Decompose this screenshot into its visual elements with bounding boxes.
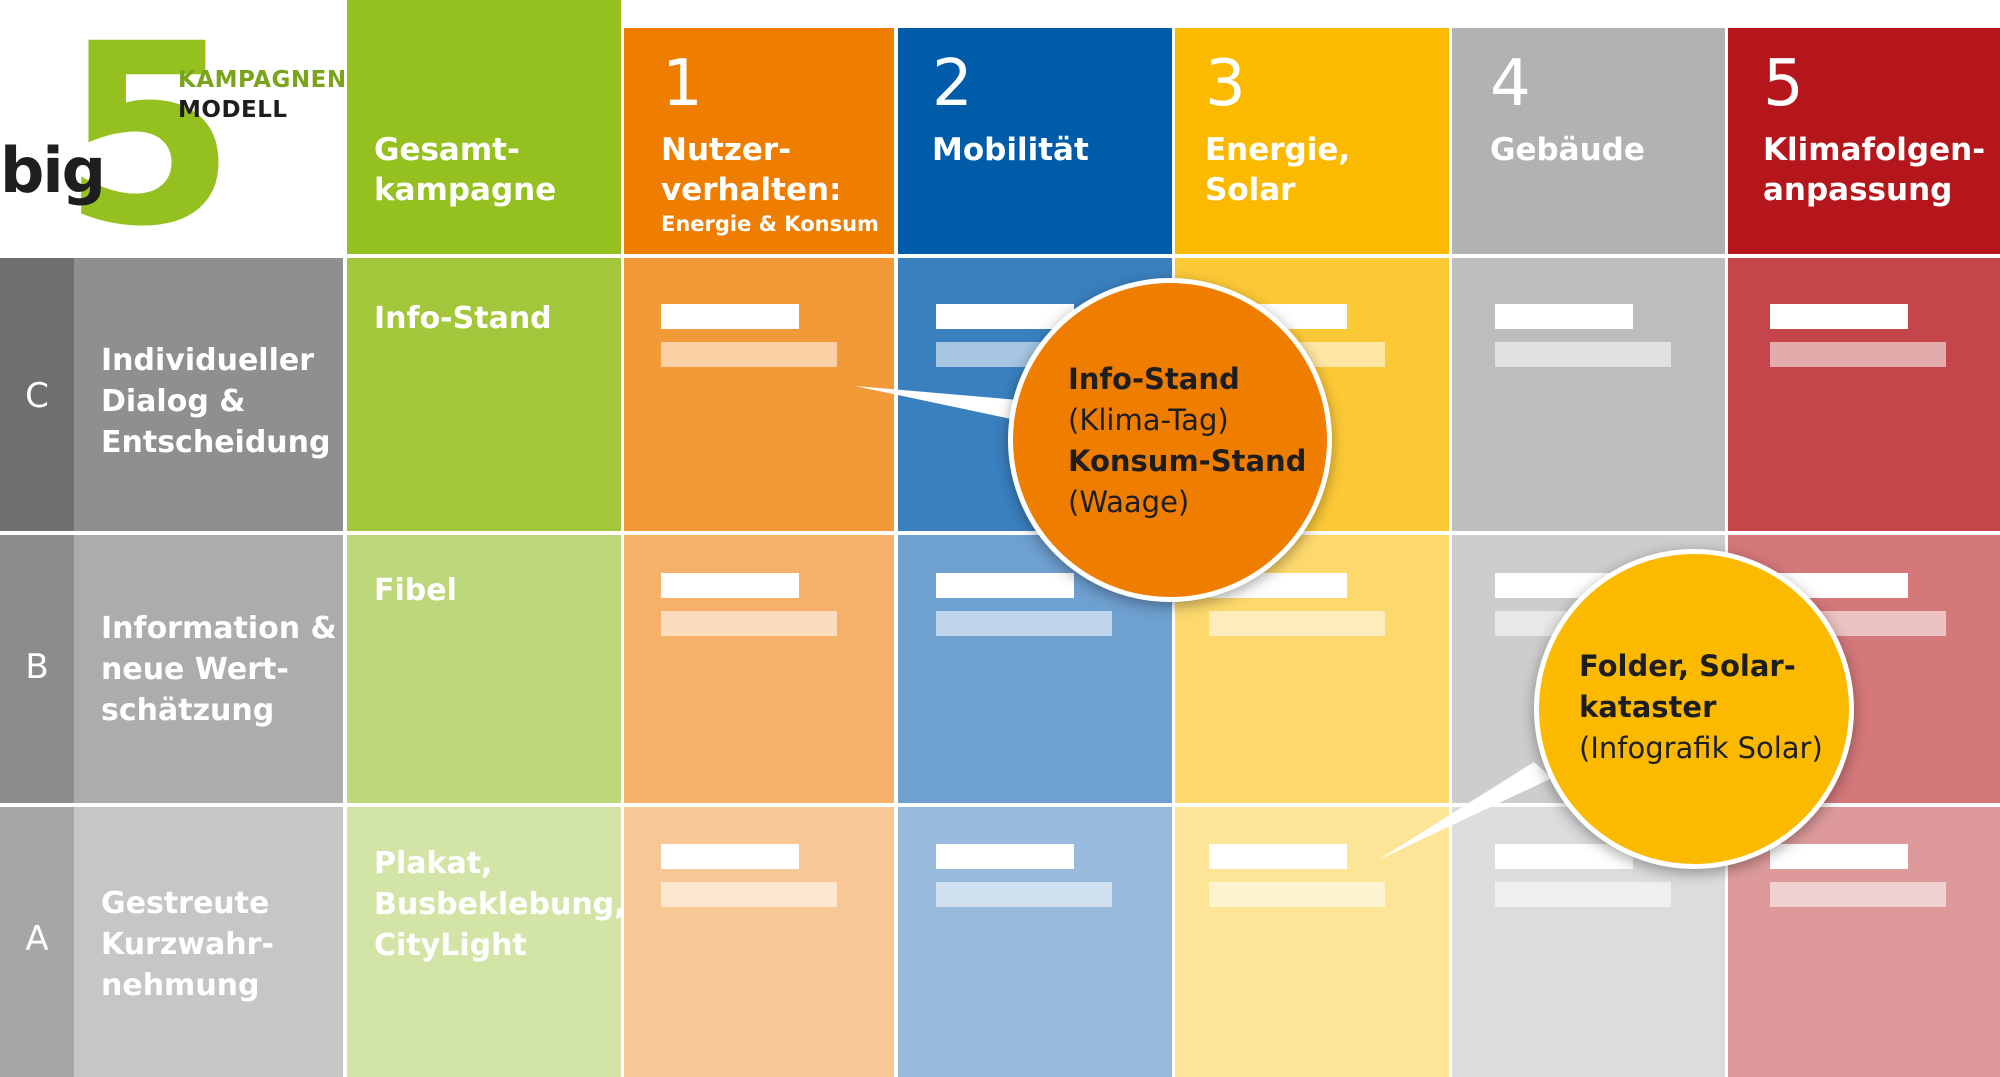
cell-5-a [1728,807,2000,1077]
header-col-3: 3 Energie, Solar [1175,28,1449,254]
header-overall: Gesamt- kampagne [347,0,621,254]
overall-cell-b-text: Fibel [374,573,457,608]
row-b-label-line2: neue Wert- [101,652,289,687]
logo-line-modell: MODELL [178,97,288,123]
header-col-2-line1: Mobilität [932,132,1089,168]
overall-cell-a-line2: Busbeklebung, [374,887,626,922]
header-col-4-number: 4 [1490,47,1531,121]
callout-2-normal1: (Infografik Solar) [1579,731,1823,765]
header-col-5-line1: Klimafolgen- [1763,132,1986,168]
callout-folder-solar: Folder, Solar- kataster (Infografik Sola… [1534,549,1854,869]
header-col-1-number: 1 [662,47,703,121]
row-a-label-line2: Kurzwahr- [101,927,274,962]
overall-cell-c-text: Info-Stand [374,301,552,336]
placeholder-bar [661,573,799,598]
header-col-5-number: 5 [1763,47,1804,121]
callout-1-normal2: (Waage) [1068,485,1190,519]
header-col-2-number: 2 [932,47,973,121]
row-c-letter-strip: C [0,258,74,531]
overall-cell-a: Plakat, Busbeklebung, CityLight [347,807,626,1077]
cell-1-c [624,258,894,531]
cell-4-c [1452,258,1725,531]
placeholder-bar [936,304,1074,329]
placeholder-bar [661,611,837,636]
cell-3-a [1175,807,1449,1077]
placeholder-bar [936,611,1112,636]
row-b-label-cell: Information & neue Wert- schätzung [74,535,343,803]
overall-cell-c: Info-Stand [347,258,621,531]
placeholder-bar [1209,882,1385,907]
row-b-label-line3: schätzung [101,693,275,728]
cell-1-b [624,535,894,803]
placeholder-bar [936,882,1112,907]
row-a-label-cell: Gestreute Kurzwahr- nehmung [74,807,343,1077]
row-a-label-line1: Gestreute [101,886,270,921]
cell-2-a [898,807,1172,1077]
placeholder-bar [1495,882,1671,907]
placeholder-bar [1770,844,1908,869]
row-b-label-line1: Information & [101,611,337,646]
header-col-1-subtitle: Energie & Konsum [661,212,879,236]
overall-cell-b: Fibel [347,535,621,803]
row-c-letter: C [25,376,49,416]
header-col-5: 5 Klimafolgen- anpassung [1728,28,2000,254]
header-col-3-line1: Energie, Solar [1205,132,1351,208]
header-col-1-line1: Nutzer- [661,132,792,168]
cell-1-a [624,807,894,1077]
logo-numeral: 5 [62,0,236,281]
header-col-2: 2 Mobilität [898,28,1172,254]
placeholder-bar [661,844,799,869]
header-overall-line1: Gesamt- [374,132,520,168]
row-a-letter: A [25,919,49,959]
placeholder-bar [1495,844,1633,869]
placeholder-bar [1209,844,1347,869]
callout-1-normal1: (Klima-Tag) [1068,403,1229,437]
callout-2-bold1: Folder, Solar- [1579,649,1796,683]
row-a-letter-strip: A [0,807,74,1077]
placeholder-bar [1770,304,1908,329]
header-col-1-line2: verhalten: [661,172,842,208]
placeholder-bar [1209,611,1385,636]
row-c-label-line3: Entscheidung [101,425,331,460]
placeholder-bar [661,304,799,329]
placeholder-bar [936,573,1074,598]
row-b-letter: B [25,647,49,687]
callout-1-bold2: Konsum-Stand [1068,444,1307,478]
logo-word: big [0,134,106,207]
placeholder-bar [936,844,1074,869]
row-c-label-line2: Dialog & [101,384,246,419]
callout-info-stand: Info-Stand (Klima-Tag) Konsum-Stand (Waa… [1008,278,1332,602]
callout-2-bold2: kataster [1579,690,1717,724]
placeholder-bar [661,342,837,367]
header-col-4: 4 Gebäude [1452,28,1725,254]
callout-1-bold1: Info-Stand [1068,362,1240,396]
header-col-3-number: 3 [1205,47,1246,121]
row-a-label-line3: nehmung [101,968,260,1003]
row-c-label-line1: Individueller [101,343,315,378]
logo-line-kampagnen: KAMPAGNEN [178,67,347,93]
placeholder-bar [1770,882,1946,907]
cell-5-c [1728,258,2000,531]
row-c-label-cell: Individueller Dialog & Entscheidung [74,258,343,531]
header-col-1: 1 Nutzer- verhalten: Energie & Konsum [624,28,894,254]
row-b-letter-strip: B [0,535,74,803]
overall-cell-a-line1: Plakat, [374,846,493,881]
placeholder-bar [1770,342,1946,367]
placeholder-bar [661,882,837,907]
header-col-4-line1: Gebäude [1490,132,1645,168]
placeholder-bar [1495,342,1671,367]
header-col-5-line2: anpassung [1763,172,1953,208]
overall-cell-a-line3: CityLight [374,928,527,963]
placeholder-bar [1495,304,1633,329]
header-overall-line2: kampagne [374,172,557,208]
